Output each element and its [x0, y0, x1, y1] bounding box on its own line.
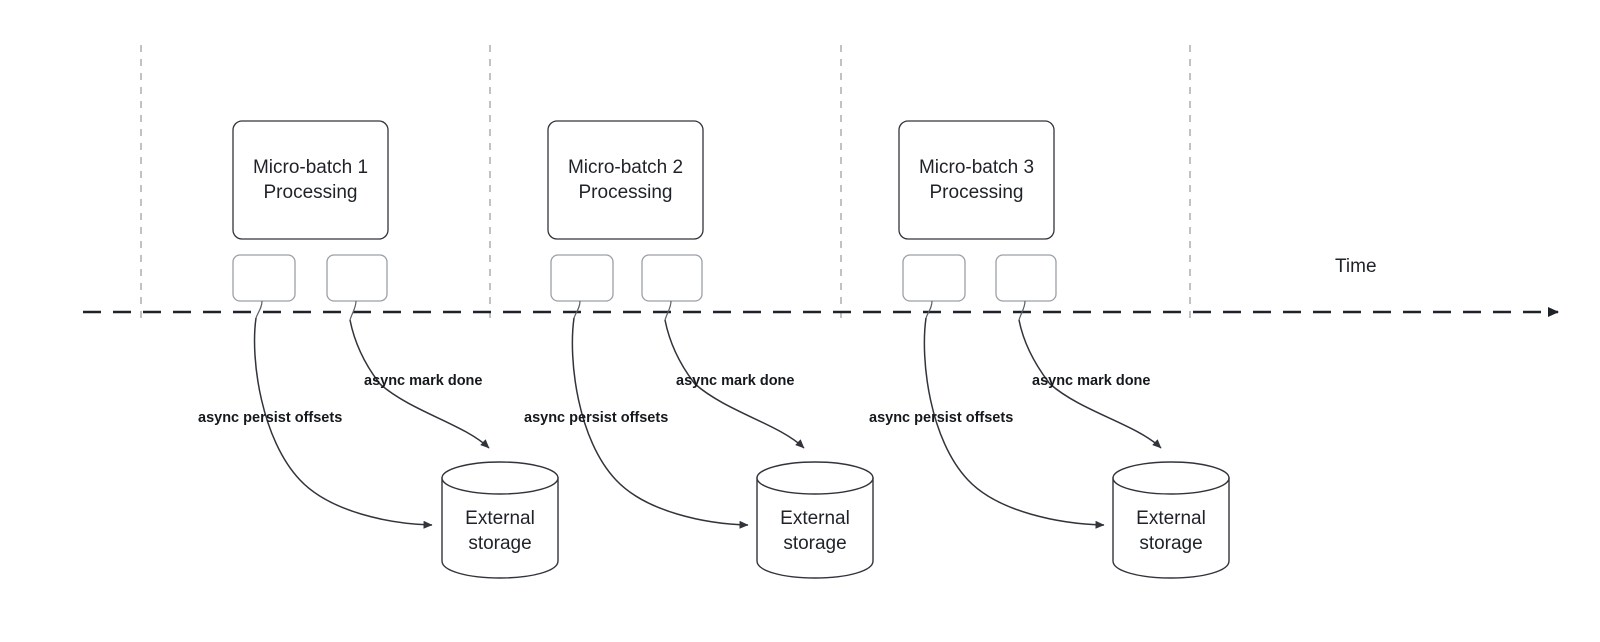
async-mark-done-3-edge: [1018, 319, 1162, 449]
task-3b-stub: [1018, 300, 1026, 321]
async-persist-offsets-3-edge: [923, 317, 1105, 529]
task-box-2a[interactable]: [550, 254, 614, 302]
timeline-label: Time: [1335, 256, 1377, 277]
async-persist-offsets-3-label: async persist offsets: [869, 410, 1014, 426]
external-storage-2[interactable]: [756, 461, 874, 579]
batch-3-group: [898, 120, 1230, 579]
batch-3-box[interactable]: [898, 120, 1055, 240]
batch-1-box[interactable]: [232, 120, 389, 240]
task-2b-stub: [664, 300, 672, 321]
batch-2-box[interactable]: [547, 120, 704, 240]
external-storage-3[interactable]: [1112, 461, 1230, 579]
async-mark-done-3-label: async mark done: [1032, 373, 1151, 389]
task-3a-stub: [925, 300, 933, 319]
batch-1-group: [232, 120, 559, 579]
task-box-1b[interactable]: [326, 254, 388, 302]
batch-2-group: [547, 120, 874, 579]
async-persist-offsets-1-label: async persist offsets: [198, 410, 343, 426]
async-mark-done-2-edge: [664, 319, 805, 449]
async-mark-done-1-edge: [349, 319, 490, 449]
async-persist-offsets-2-edge: [571, 317, 749, 529]
async-mark-done-1-label: async mark done: [364, 373, 483, 389]
task-box-2b[interactable]: [641, 254, 703, 302]
external-storage-1[interactable]: [441, 461, 559, 579]
task-box-1a[interactable]: [232, 254, 296, 302]
async-persist-offsets-1-edge: [253, 317, 433, 529]
task-box-3b[interactable]: [995, 254, 1057, 302]
task-box-3a[interactable]: [902, 254, 966, 302]
async-mark-done-2-label: async mark done: [676, 373, 795, 389]
async-persist-offsets-2-label: async persist offsets: [524, 410, 669, 426]
task-1a-stub: [255, 300, 263, 319]
task-2a-stub: [573, 300, 581, 319]
guide-lines: [140, 45, 1191, 320]
task-1b-stub: [349, 300, 357, 321]
